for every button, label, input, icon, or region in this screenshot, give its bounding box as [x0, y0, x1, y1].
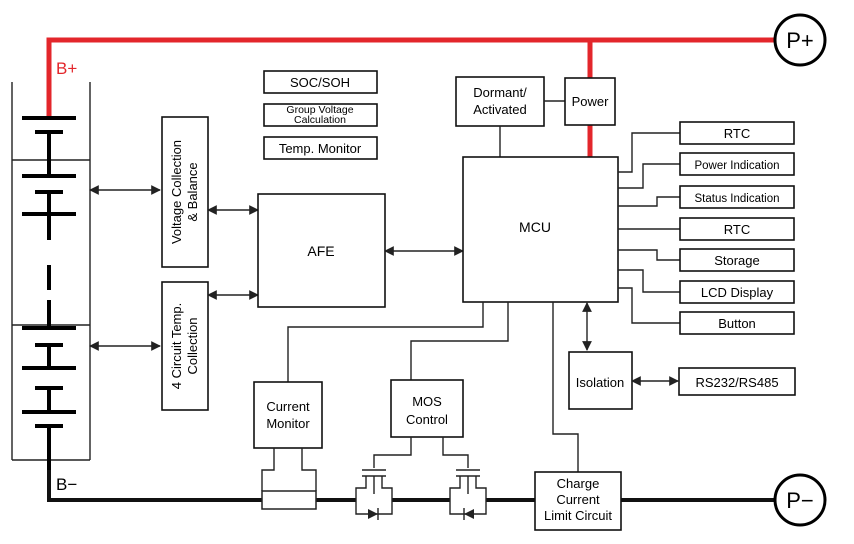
- positive-power-line: [46, 37, 776, 157]
- svg-text:& Balance: & Balance: [185, 162, 200, 221]
- wire-mos-gate-left: [373, 437, 412, 468]
- mcu-block: MCU: [462, 156, 619, 303]
- svg-text:Calculation: Calculation: [294, 114, 346, 126]
- wire-peripheral-6: [618, 287, 680, 324]
- svg-text:Dormant/: Dormant/: [473, 85, 527, 100]
- terminal-p-minus: P−: [773, 473, 827, 527]
- svg-text:Collection: Collection: [185, 317, 200, 374]
- svg-text:P−: P−: [786, 488, 814, 513]
- svg-text:RS232/RS485: RS232/RS485: [695, 375, 778, 390]
- b-minus-label: B−: [56, 475, 77, 494]
- voltage-collection-block: Voltage Collection & Balance: [161, 116, 209, 268]
- peripheral-label-5: LCD Display: [701, 285, 774, 300]
- temp-monitor-box: Temp. Monitor: [263, 136, 378, 160]
- svg-text:Isolation: Isolation: [576, 375, 624, 390]
- afe-block: AFE: [257, 193, 386, 308]
- peripheral-box-3: [679, 217, 795, 241]
- svg-text:P+: P+: [786, 28, 814, 53]
- wire-peripheral-0: [618, 132, 680, 173]
- svg-text:4 Circuit Temp.: 4 Circuit Temp.: [169, 303, 184, 389]
- soc-soh-box: SOC/SOH: [263, 70, 378, 94]
- peripheral-label-2: Status Indication: [694, 193, 779, 205]
- svg-text:Control: Control: [406, 412, 448, 427]
- svg-text:Voltage Collection: Voltage Collection: [169, 140, 184, 244]
- peripheral-label-3: RTC: [724, 222, 750, 237]
- wire-peripheral-5: [618, 269, 680, 293]
- group-voltage-box: Group Voltage Calculation: [263, 103, 378, 127]
- b-plus-label: B+: [56, 59, 77, 78]
- wire-peripheral-2: [618, 196, 680, 207]
- svg-text:MOS: MOS: [412, 394, 442, 409]
- peripheral-label-1: Power Indication: [694, 160, 779, 172]
- svg-text:Group Voltage: Group Voltage: [286, 104, 353, 116]
- svg-text:SOC/SOH: SOC/SOH: [290, 75, 350, 90]
- rs232-rs485-block: RS232/RS485: [678, 367, 796, 396]
- svg-text:Temp. Monitor: Temp. Monitor: [279, 141, 362, 156]
- wire-mcu-current-monitor: [287, 302, 484, 382]
- svg-text:MCU: MCU: [519, 219, 551, 235]
- mosfet-charge: [449, 469, 487, 520]
- charge-current-limit-block: Charge Current Limit Circuit: [534, 471, 622, 531]
- peripheral-box-0: [679, 121, 795, 145]
- peripheral-label-4: Storage: [714, 253, 760, 268]
- mosfet-discharge: [355, 469, 393, 520]
- wire-mcu-mos-control: [410, 302, 509, 380]
- temp-collection-block: 4 Circuit Temp. Collection: [161, 281, 209, 411]
- battery-pack: [11, 82, 91, 470]
- svg-text:Power: Power: [572, 94, 610, 109]
- current-monitor-block: Current Monitor: [253, 381, 323, 449]
- negative-bus-line: [47, 470, 776, 502]
- peripheral-box-5: [679, 280, 795, 304]
- terminal-p-plus: P+: [773, 13, 827, 67]
- svg-text:AFE: AFE: [307, 243, 334, 259]
- svg-text:Monitor: Monitor: [266, 416, 310, 431]
- svg-text:Current: Current: [266, 399, 310, 414]
- isolation-block: Isolation: [568, 351, 633, 410]
- wire-peripheral-4: [618, 249, 680, 261]
- svg-text:Charge: Charge: [557, 476, 600, 491]
- dormant-activated-block: Dormant/ Activated: [455, 76, 545, 127]
- wire-mos-gate-right: [442, 437, 469, 468]
- wire-mcu-charge-limit: [552, 302, 579, 472]
- peripheral-label-0: RTC: [724, 126, 750, 141]
- mos-control-block: MOS Control: [390, 379, 464, 438]
- svg-text:Activated: Activated: [473, 102, 526, 117]
- svg-text:Limit Circuit: Limit Circuit: [544, 508, 612, 523]
- svg-text:Current: Current: [556, 492, 600, 507]
- shunt-resistor: [261, 448, 317, 510]
- peripheral-box-2: [679, 185, 795, 209]
- wire-peripheral-1: [618, 163, 680, 189]
- peripheral-box-6: [679, 311, 795, 335]
- peripheral-box-4: [679, 248, 795, 272]
- power-block: Power: [564, 77, 616, 126]
- peripheral-box-1: [679, 152, 795, 176]
- peripheral-label-6: Button: [718, 316, 756, 331]
